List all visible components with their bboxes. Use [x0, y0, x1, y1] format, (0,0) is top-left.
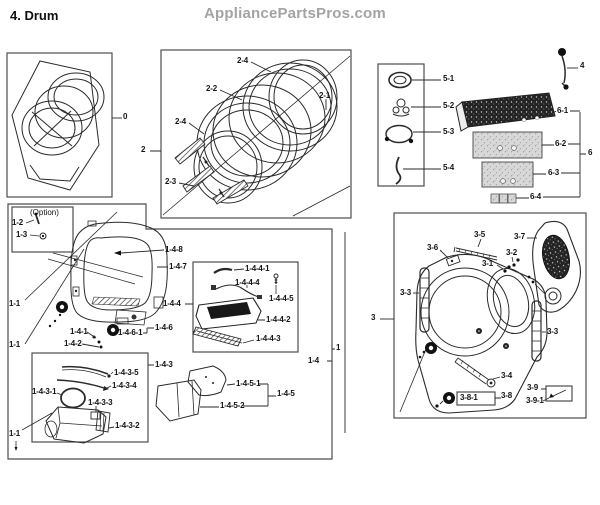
callout-6-1: 6-1 — [557, 106, 568, 115]
callout-1-1-b: 1-1 — [9, 340, 20, 349]
callout-3-4: 3-4 — [501, 371, 512, 380]
box-seals — [377, 63, 425, 187]
callout-6-4: 6-4 — [530, 192, 541, 201]
page-title: 4. Drum — [10, 8, 59, 23]
box-rear — [393, 212, 587, 419]
box-duct — [31, 352, 149, 443]
callout-1-4-4-5: 1-4-4-5 — [269, 294, 294, 303]
option-label: (Option) — [30, 208, 59, 217]
callout-1-2: 1-2 — [12, 218, 23, 227]
box-assembly — [6, 52, 113, 198]
box-clip — [545, 385, 573, 402]
drum-cylinder-art — [150, 55, 351, 217]
callout-6-2: 6-2 — [555, 139, 566, 148]
box-option — [11, 206, 74, 253]
callout-1-1-a: 1-1 — [9, 299, 20, 308]
callout-1-4-4-1: 1-4-4-1 — [245, 264, 270, 273]
callout-1-4: 1-4 — [308, 356, 319, 365]
callout-2-3: 2-3 — [165, 177, 176, 186]
callout-1-4-3: 1-4-3 — [155, 360, 173, 369]
box-drum — [160, 49, 352, 219]
callout-1-4-3-5: 1-4-3-5 — [114, 368, 139, 377]
callout-1: 1 — [336, 343, 341, 352]
front-frame-art — [14, 211, 346, 451]
callout-1-4-2: 1-4-2 — [64, 339, 82, 348]
callout-1-4-5-2: 1-4-5-2 — [220, 401, 245, 410]
callout-1-1-c: 1-1 — [9, 429, 20, 438]
box-front — [7, 203, 333, 460]
box-grille — [192, 261, 299, 353]
group-boxes — [6, 49, 587, 460]
callout-1-4-1: 1-4-1 — [70, 327, 88, 336]
filter-parts-art — [455, 92, 586, 204]
callout-3-5: 3-5 — [474, 230, 485, 239]
callout-5-4: 5-4 — [443, 163, 454, 172]
callout-6-3: 6-3 — [548, 168, 559, 177]
callout-1-4-7: 1-4-7 — [169, 262, 187, 271]
callout-2-4-top: 2-4 — [237, 56, 248, 65]
callout-5-2: 5-2 — [443, 101, 454, 110]
sensor-wire-art — [558, 48, 578, 90]
rear-frame-art — [380, 220, 582, 414]
callout-3-7: 3-7 — [514, 232, 525, 241]
callout-1-4-4-2: 1-4-4-2 — [266, 315, 291, 324]
callout-4: 4 — [580, 61, 585, 70]
callout-1-4-4-3: 1-4-4-3 — [256, 334, 281, 343]
callout-1-4-8: 1-4-8 — [165, 245, 183, 254]
callout-1-4-4: 1-4-4 — [163, 299, 181, 308]
callout-3-9-1: 3-9-1 — [526, 396, 544, 405]
callout-3-9: 3-9 — [527, 383, 538, 392]
callout-3-2: 3-2 — [506, 248, 517, 257]
callout-1-4-3-1: 1-4-3-1 — [32, 387, 57, 396]
callout-3-8-1: 3-8-1 — [460, 393, 478, 402]
callout-5-1: 5-1 — [443, 74, 454, 83]
callout-1-4-5-1: 1-4-5-1 — [236, 379, 261, 388]
callout-3: 3 — [371, 313, 376, 322]
callout-1-4-3-2: 1-4-3-2 — [115, 421, 140, 430]
callout-1-4-5: 1-4-5 — [277, 389, 295, 398]
callout-3-1: 3-1 — [482, 259, 493, 268]
callout-2-2: 2-2 — [206, 84, 217, 93]
callout-2-4-left: 2-4 — [175, 117, 186, 126]
callout-0: 0 — [123, 112, 128, 121]
watermark: AppliancePartsPros.com — [204, 5, 386, 22]
callout-1-4-3-4: 1-4-3-4 — [112, 381, 137, 390]
callout-2-1: 2-1 — [319, 91, 330, 100]
drum-assembly-art — [11, 60, 122, 191]
callout-3-6: 3-6 — [427, 243, 438, 252]
callout-1-3: 1-3 — [16, 230, 27, 239]
callout-5-3: 5-3 — [443, 127, 454, 136]
callout-3-8: 3-8 — [501, 391, 512, 400]
callout-1-4-6-1: 1-4-6-1 — [118, 328, 143, 337]
callout-1-4-6: 1-4-6 — [155, 323, 173, 332]
callout-3-3-left: 3-3 — [400, 288, 411, 297]
callout-2: 2 — [141, 145, 146, 154]
callout-6: 6 — [588, 148, 593, 157]
callout-1-4-3-3: 1-4-3-3 — [88, 398, 113, 407]
seal-parts-art — [384, 71, 441, 185]
callout-1-4-4-4: 1-4-4-4 — [235, 278, 260, 287]
box-roller-label — [456, 391, 496, 406]
callout-3-3-right: 3-3 — [547, 327, 558, 336]
